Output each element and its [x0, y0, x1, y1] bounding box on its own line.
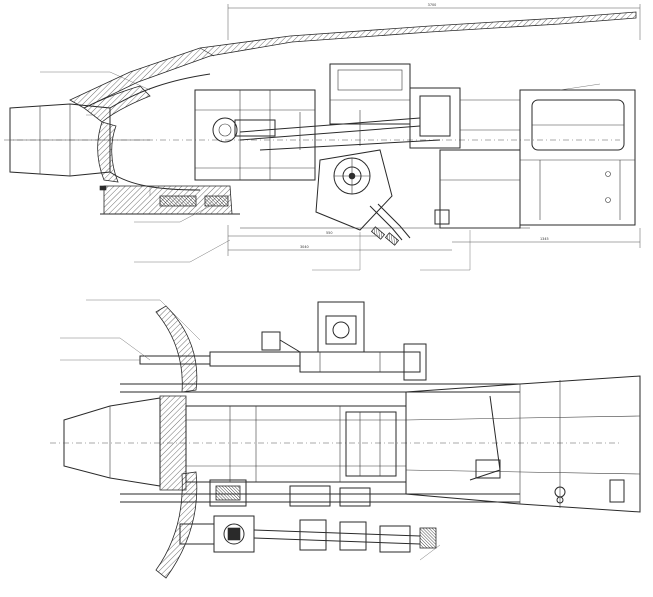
rear-bracket — [405, 375, 641, 513]
lower-mechanism — [179, 479, 437, 553]
dimension-label-3040: 3040 — [300, 245, 309, 249]
top-leaders — [40, 71, 601, 271]
bottom-leaders — [60, 299, 441, 561]
mantlet — [83, 73, 211, 191]
gearbox-housing — [329, 63, 520, 149]
top-view: 3700 — [4, 3, 641, 271]
hull-floor — [99, 185, 240, 215]
top-dimension-line: 3700 — [227, 3, 641, 40]
barrel-cone-plan — [50, 395, 620, 491]
armor-glacis — [69, 11, 637, 109]
breech-tube — [185, 405, 407, 483]
breech-housing — [194, 89, 316, 181]
bottom-dimension-lines: 550 3040 1345 — [227, 225, 641, 256]
ammo-rack — [519, 89, 636, 226]
dimension-label-1345: 1345 — [540, 237, 549, 241]
rear-body — [240, 149, 530, 229]
upper-mechanism — [139, 301, 427, 381]
handle-arm — [369, 203, 411, 246]
bottom-view — [50, 299, 641, 579]
dimension-label-overall: 3700 — [428, 3, 437, 7]
side-frame — [120, 383, 520, 503]
breech-ring — [315, 149, 393, 231]
dimension-label-550: 550 — [326, 231, 332, 235]
recoil-rods — [239, 110, 441, 151]
